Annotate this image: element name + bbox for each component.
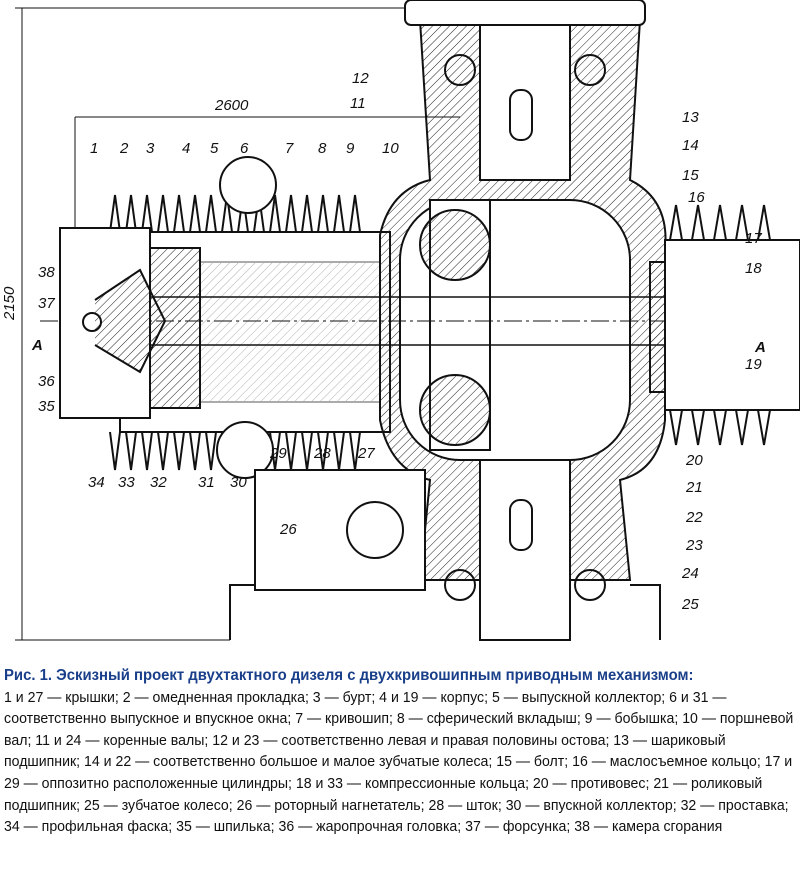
part-label-2: 2 [119, 140, 129, 157]
dimension-2600: 2600 [214, 97, 249, 114]
cooling-fin [301, 194, 313, 233]
cooling-fin [157, 431, 169, 471]
cooling-fin [141, 431, 153, 471]
part-label-20: 20 [685, 452, 703, 469]
part-label-11: 11 [350, 95, 366, 112]
right-cylinder-17 [649, 239, 800, 411]
part-label-34: 34 [88, 474, 105, 491]
part-label-3: 3 [146, 140, 155, 157]
part-label-14: 14 [682, 137, 699, 154]
part-label-33: 33 [118, 474, 135, 491]
part-label-23: 23 [685, 537, 703, 554]
cooling-fin [669, 204, 683, 446]
part-label-38: 38 [38, 264, 55, 281]
crankcase [229, 0, 667, 641]
part-label-17: 17 [745, 230, 762, 247]
part-label-21: 21 [685, 479, 703, 496]
part-label-26: 26 [279, 521, 297, 538]
part-label-18: 18 [745, 260, 762, 277]
cooling-fin [301, 431, 313, 471]
part-label-24: 24 [681, 565, 699, 582]
cooling-fin [757, 204, 771, 446]
cooling-fin [109, 194, 121, 233]
cooling-fin [173, 194, 185, 233]
part-label-25: 25 [681, 596, 699, 613]
cooling-fin [349, 194, 361, 233]
part-label-1: 1 [90, 140, 98, 157]
cooling-fin [173, 431, 185, 471]
part-label-6: 6 [240, 140, 249, 157]
part-label-8: 8 [318, 140, 327, 157]
part-label-4: 4 [182, 140, 190, 157]
cylinder-head [59, 227, 167, 419]
part-label-16: 16 [688, 189, 705, 206]
cooling-fin [125, 431, 137, 471]
part-label-29: 29 [269, 445, 287, 462]
part-label-5: 5 [210, 140, 219, 157]
cooling-fin [285, 431, 297, 471]
part-label-27: 27 [357, 445, 375, 462]
part-label-35: 35 [38, 398, 55, 415]
part-label-19: 19 [745, 356, 762, 373]
cooling-fin [333, 194, 345, 233]
figure-caption: Рис. 1. Эскизный проект двухтактного диз… [4, 665, 798, 838]
cooling-fin [141, 194, 153, 233]
cooling-fin [157, 194, 169, 233]
cooling-fin [735, 204, 749, 446]
caption-title: Рис. 1. Эскизный проект двухтактного диз… [4, 667, 694, 684]
cooling-fin [285, 194, 297, 233]
part-label-12: 12 [352, 70, 369, 87]
part-label-36: 36 [38, 373, 55, 390]
cooling-fin [317, 194, 329, 233]
cooling-fin [713, 204, 727, 446]
cooling-fin [333, 431, 345, 471]
part-label-22: 22 [685, 509, 703, 526]
cooling-fin [205, 431, 217, 471]
left-cylinder-29 [109, 156, 771, 479]
caption-legend: 1 и 27 — крышки; 2 — омедненная прокладк… [4, 688, 794, 836]
part-label-32: 32 [150, 474, 167, 491]
part-label-31: 31 [198, 474, 215, 491]
part-label-10: 10 [382, 140, 399, 157]
section-marker-right: A [754, 339, 766, 356]
rotary-blower-26 [254, 469, 426, 591]
part-label-13: 13 [682, 109, 699, 126]
cooling-fin [125, 194, 137, 233]
dimension-2150: 2150 [1, 286, 18, 321]
cooling-fin [189, 431, 201, 471]
part-label-30: 30 [230, 474, 247, 491]
cooling-fin [109, 431, 121, 471]
cooling-fin [189, 194, 201, 233]
cooling-fin [205, 194, 217, 233]
part-label-15: 15 [682, 167, 699, 184]
part-label-28: 28 [313, 445, 331, 462]
dimension-lines [15, 7, 460, 641]
part-label-9: 9 [346, 140, 355, 157]
part-label-37: 37 [38, 295, 55, 312]
section-marker-left: A [31, 337, 43, 354]
cooling-fin [691, 204, 705, 446]
part-label-7: 7 [285, 140, 294, 157]
